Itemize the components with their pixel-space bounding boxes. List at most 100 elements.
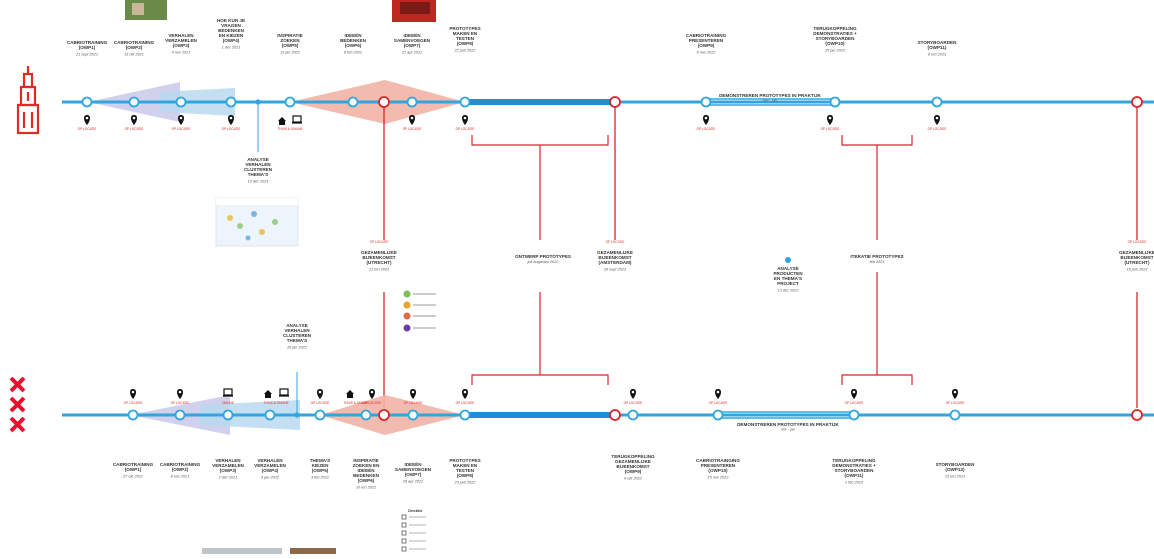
- op-locatie-label: OP LOCATIE: [172, 127, 191, 131]
- map-pin-icon: [410, 389, 416, 399]
- op-locatie-label: OP LOCATIE: [1128, 240, 1147, 244]
- top-session-label-line: (OWP3): [173, 43, 190, 48]
- op-locatie-label: OP LOCATIE: [311, 401, 330, 405]
- laptop-screen: [292, 115, 302, 123]
- bottom-session-label-date: 15 mrt 2023: [945, 475, 966, 479]
- analyse-bottom-label-date: 26 jan 2022: [286, 346, 308, 350]
- top-session-label-line: (OWP1): [79, 45, 96, 50]
- top-session-label-line: TERUGKOPPELING: [813, 26, 857, 31]
- bottom-session-label-line: (OWP11): [845, 473, 864, 478]
- top-session-label-date: 13 jan 2022: [280, 51, 301, 55]
- bottom-session-label-date: 3 feb 2022: [311, 476, 330, 480]
- screenshot-dot: [259, 229, 265, 235]
- timeline-node: [225, 96, 237, 108]
- pin-shape: [934, 115, 940, 125]
- analyse-producten-label-date: 13 dec 2022: [778, 289, 800, 293]
- bottom-session-label-date: 2 feb 2023: [844, 481, 864, 485]
- bottom-session-label-line: TERUGKOPPELING: [832, 458, 876, 463]
- photo-thumbnail: [125, 0, 167, 20]
- top-session-label-line: MAKEN EN: [453, 31, 478, 36]
- pin-hole: [852, 390, 856, 394]
- top-session-label-date: 21 apr 2022: [401, 51, 423, 55]
- op-locatie-label: OP LOCATIE: [404, 401, 423, 405]
- top-session-label-line: VERZAMELEN: [165, 38, 197, 43]
- bottom-session-label-line: CABRIOTRAINING: [160, 462, 201, 467]
- bracket-ontwerp-top: [471, 135, 609, 240]
- op-locatie-label: OP LOCATIE: [125, 127, 144, 131]
- pin-shape: [715, 389, 721, 399]
- timeline-node: [347, 96, 359, 108]
- timeline-node: [264, 409, 276, 421]
- bottom-session-label-line: BEDENKEN: [353, 473, 379, 478]
- timeline-node: [127, 409, 139, 421]
- bottom-session-label-line: (OWP9): [625, 469, 642, 474]
- map-pin-icon: [462, 389, 468, 399]
- bottom-session-label-line: VERHALEN: [215, 458, 241, 463]
- analyse-dot: [294, 412, 300, 418]
- pin-shape: [369, 389, 375, 399]
- bijeenkomst-utrecht-end-label-line: BIJEENKOMST: [1120, 255, 1153, 260]
- op-locatie-label: OP LOCATIE: [845, 401, 864, 405]
- demo-title-bottom: DEMONSTREREN PROTOTYPES IN PRAKTIJK: [737, 422, 839, 427]
- dom-tower-icon: [16, 66, 40, 135]
- pin-hole: [410, 116, 414, 120]
- pin-shape: [827, 115, 833, 125]
- bottom-session-label-line: (OWP5): [312, 468, 329, 473]
- top-session-label-line: IDEEËN: [344, 32, 362, 38]
- top-session-label-line: (OWP4): [223, 38, 240, 43]
- map-pin-icon: [84, 115, 90, 125]
- analyse-producten-dot: [785, 257, 791, 263]
- pin-hole: [953, 390, 957, 394]
- ontwerp-sub: juli-augustus 2022: [527, 260, 560, 264]
- bottom-session-label-line: DEMONSTRATIES +: [832, 463, 876, 468]
- timeline-node: [175, 96, 187, 108]
- op-locatie-label: OP LOCATIE: [456, 401, 475, 405]
- top-session-label-line: STORYBOARDEN: [918, 40, 957, 45]
- analyse-top-label-line: ANALYSE: [247, 157, 269, 162]
- bracket-iteratie-bottom: [841, 272, 913, 385]
- bottom-session-label-line: (OWP2): [172, 467, 189, 472]
- top-session-label-line: (OWP2): [126, 45, 143, 50]
- demo-sub-bottom: nov - jan: [781, 428, 796, 432]
- bottom-session-label-line: SAMENVOEGEN: [395, 467, 432, 472]
- timeline-node: [459, 409, 471, 421]
- analyse-top-label-line: CLUSTEREN: [244, 167, 273, 172]
- pin-shape: [178, 115, 184, 125]
- top-session-label-line: ZOEKEN: [280, 38, 300, 43]
- map-pin-icon: [317, 389, 323, 399]
- top-session-label-line: HOE KUN JE: [217, 18, 245, 23]
- analyse-top-label-date: 15 dec 2021: [248, 180, 269, 184]
- legend-icon-green: [403, 290, 411, 298]
- pin-shape: [703, 115, 709, 125]
- top-session-label-line: VERHALEN: [168, 33, 194, 38]
- pin-shape: [131, 115, 137, 125]
- bottom-session-label-line: CABRIOTRAINGING: [696, 458, 740, 463]
- top-session-label-line: EN KIEZEN: [219, 33, 244, 38]
- bottom-session-label-line: TESTEN: [456, 468, 475, 473]
- map-pin-icon: [369, 389, 375, 399]
- home-roof: [346, 390, 354, 394]
- top-session-label-line: DEMONSTRATIES +: [813, 31, 857, 36]
- top-session-label-line: VRAGEN: [221, 23, 241, 28]
- pin-shape: [130, 389, 136, 399]
- bijeenkomst-amsterdam-label-line: BIJEENKOMST: [598, 255, 631, 260]
- ontwerp-title: ONTWERP PROTOTYPES: [515, 254, 571, 259]
- bottom-session-label-line: TERUGKOPPELING: [611, 454, 655, 459]
- timeline-node: [700, 96, 712, 108]
- screenshot-dot: [251, 211, 257, 217]
- top-session-label-line: PROTOTYPES: [449, 26, 480, 31]
- op-locatie-label: OP LOCATIE: [697, 127, 716, 131]
- bracket-ontwerp-bottom: [471, 292, 609, 385]
- timeline-node-meeting: [378, 96, 390, 108]
- checklist-card: [398, 507, 432, 553]
- laptop-screen: [223, 388, 233, 396]
- bottom-session-label-line: (OWP7): [405, 472, 422, 477]
- laptop-icon: [279, 388, 289, 397]
